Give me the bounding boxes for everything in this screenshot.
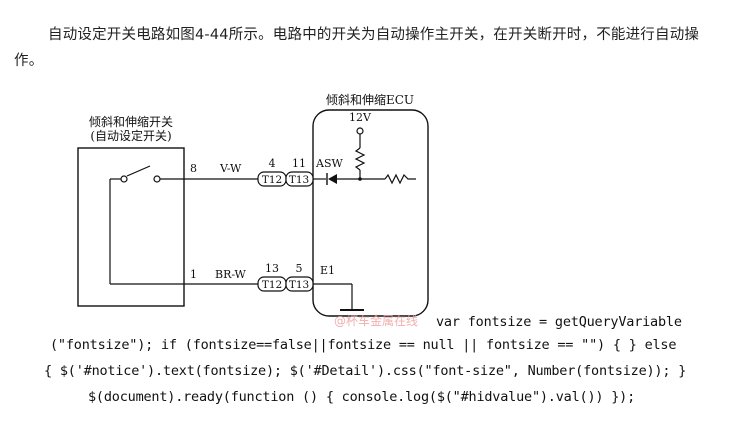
bottom-conn-b-label: T13 — [289, 279, 309, 291]
top-conn-a-num: 4 — [269, 157, 276, 170]
code-line-4: $(document).ready(function () { console.… — [88, 389, 636, 405]
code-line-2: ("fontsize"); if (fontsize==false||fonts… — [50, 337, 677, 353]
watermark: @杯车金属在线 — [334, 314, 419, 328]
voltage-terminal-icon — [356, 127, 364, 135]
resistor-horizontal-icon — [384, 173, 416, 185]
bottom-conn-b-num: 5 — [296, 262, 303, 275]
bottom-conn-a-num: 13 — [265, 262, 279, 275]
switch-contact-right — [153, 175, 161, 183]
switch-blade — [126, 165, 151, 177]
top-ecu-pin-label: ASW — [315, 157, 343, 170]
bottom-conn-a-label: T12 — [262, 279, 282, 291]
top-conn-b-label: T13 — [289, 174, 309, 186]
bottom-wire-label: BR-W — [215, 268, 246, 281]
top-conn-b-num: 11 — [292, 157, 306, 170]
voltage-label: 12V — [349, 111, 372, 124]
switch-contact-left — [120, 175, 128, 183]
switch-title-line1: 倾斜和伸缩开关 — [89, 114, 173, 129]
switch-box — [77, 147, 185, 307]
code-line-1: var fontsize = getQueryVariable — [436, 314, 682, 330]
junction-dot — [358, 177, 362, 181]
top-conn-a-label: T12 — [262, 174, 282, 186]
ecu-box — [312, 109, 429, 317]
bottom-ecu-pin-label: E1 — [320, 264, 335, 277]
resistor-vertical-icon — [354, 147, 366, 171]
diode-icon — [328, 174, 337, 184]
intro-paragraph: 自动设定开关电路如图4-44所示。电路中的开关为自动操作主开关，在开关断开时，不… — [14, 27, 700, 69]
bottom-pin-label: 1 — [190, 268, 197, 281]
switch-title-line2: (自动设定开关) — [90, 128, 171, 143]
code-line-3: { $('#notice').text(fontsize); $('#Detai… — [44, 363, 687, 379]
top-pin-label: 8 — [190, 162, 197, 175]
top-wire-label: V-W — [219, 162, 242, 175]
ecu-title: 倾斜和伸缩ECU — [326, 92, 414, 107]
